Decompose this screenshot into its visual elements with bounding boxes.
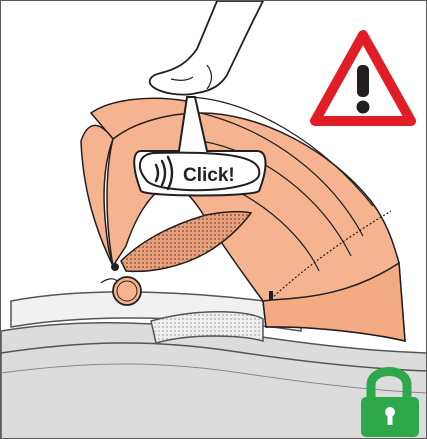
warning-triangle-icon [315, 35, 411, 121]
click-text: Click! [183, 165, 235, 186]
hand-icon [150, 1, 263, 95]
